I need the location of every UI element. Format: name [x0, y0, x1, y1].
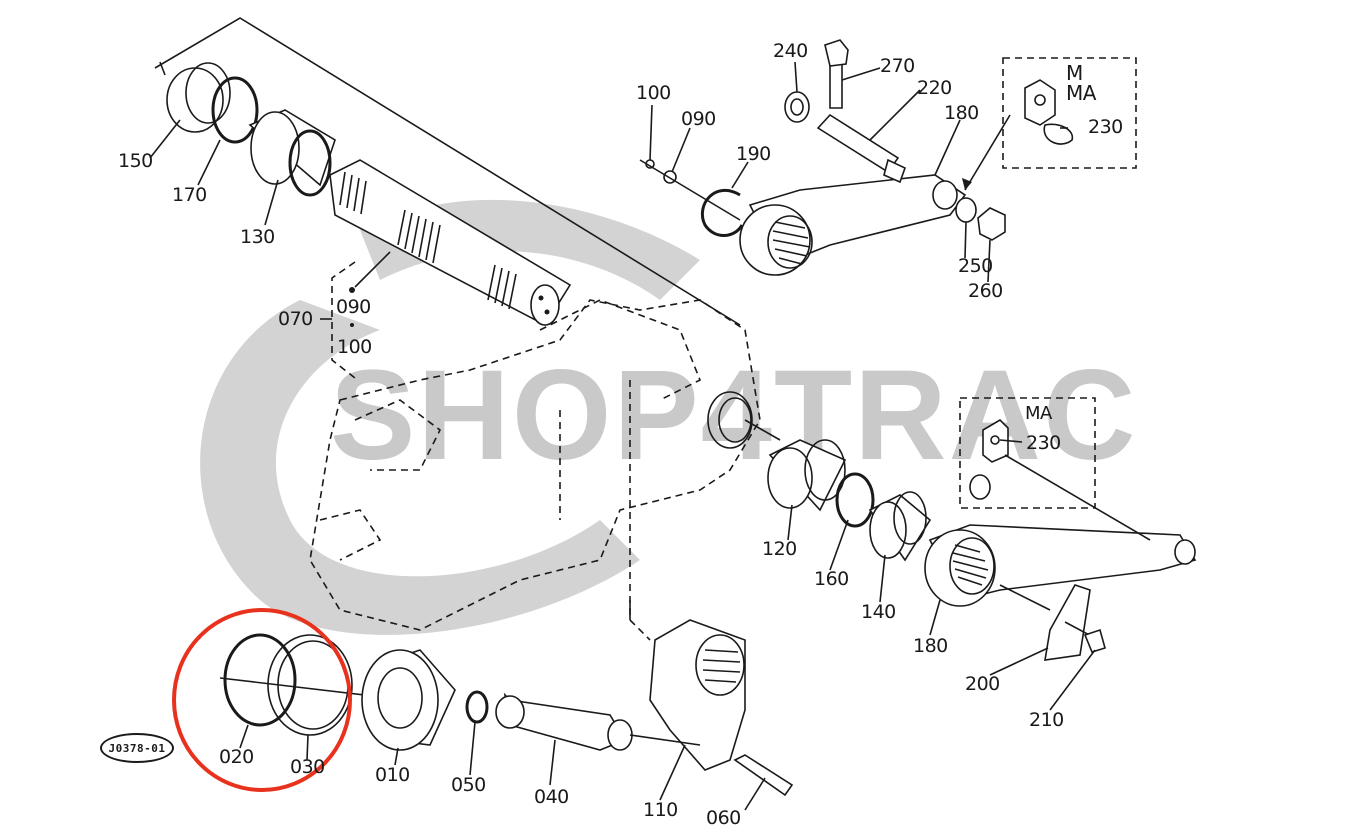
part-label-190: 190: [736, 143, 771, 165]
highlight-circle: [172, 608, 352, 792]
part-label-020: 020: [219, 746, 254, 768]
part-label-100: 100: [636, 82, 671, 104]
part-label-220: 220: [917, 77, 952, 99]
part-label-120: 120: [762, 538, 797, 560]
part-label-090-group: 090: [336, 296, 371, 318]
part-label-160: 160: [814, 568, 849, 590]
part-label-200: 200: [965, 673, 1000, 695]
part-label-030: 030: [290, 756, 325, 778]
part-label-180-lower: 180: [913, 635, 948, 657]
variant-label-ma-lower: MA: [1025, 403, 1052, 424]
variant-label-ma-upper: MA: [1066, 81, 1096, 105]
variant-label-m: M: [1066, 61, 1083, 85]
reference-code: J0378-01: [100, 733, 174, 763]
part-label-100-group: 100: [337, 336, 372, 358]
part-label-230-upper: 230: [1088, 116, 1123, 138]
part-label-150: 150: [118, 150, 153, 172]
part-label-140: 140: [861, 601, 896, 623]
part-label-070: 070: [278, 308, 313, 330]
part-label-050: 050: [451, 774, 486, 796]
part-label-230-lower: 230: [1026, 432, 1061, 454]
part-label-240: 240: [773, 40, 808, 62]
part-label-210: 210: [1029, 709, 1064, 731]
part-label-130: 130: [240, 226, 275, 248]
part-label-090: 090: [681, 108, 716, 130]
part-label-260: 260: [968, 280, 1003, 302]
part-label-010: 010: [375, 764, 410, 786]
part-label-250: 250: [958, 255, 993, 277]
part-label-270: 270: [880, 55, 915, 77]
part-label-110: 110: [643, 799, 678, 821]
part-label-040: 040: [534, 786, 569, 808]
part-label-170: 170: [172, 184, 207, 206]
part-label-180-upper: 180: [944, 102, 979, 124]
part-label-060: 060: [706, 807, 741, 829]
